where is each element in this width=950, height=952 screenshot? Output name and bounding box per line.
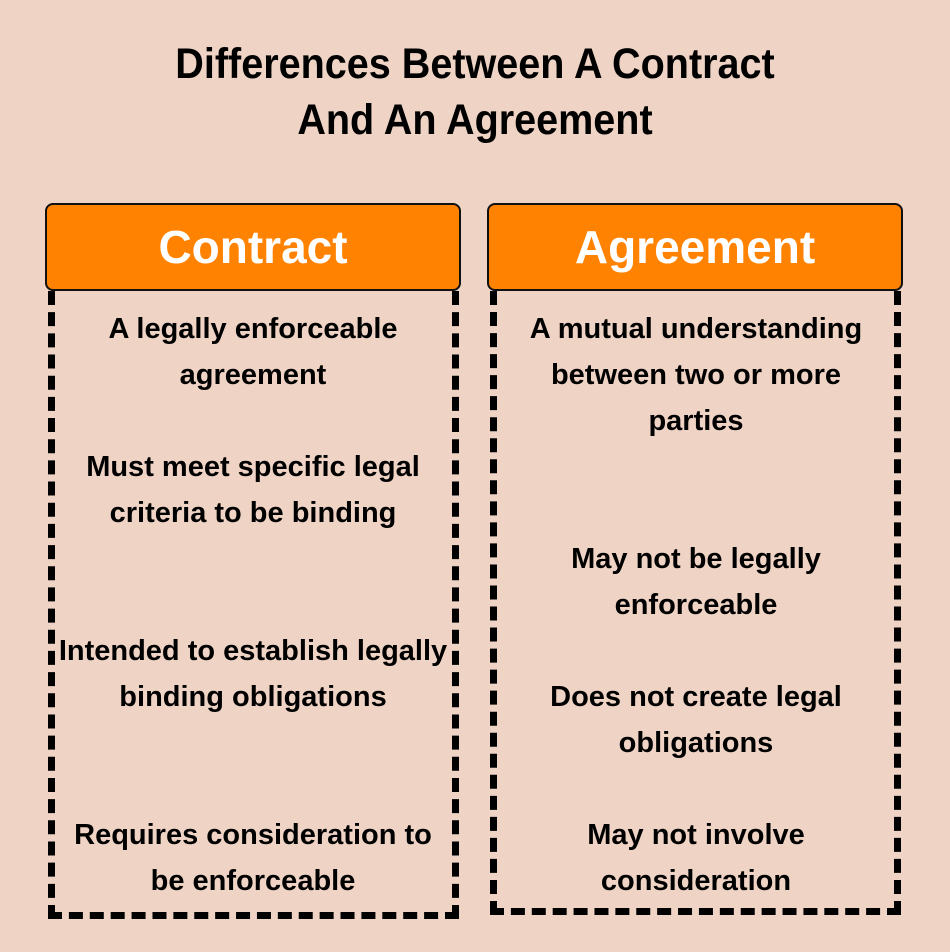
agreement-body: [490, 291, 901, 915]
contract-item: Must meet specific legal criteria to be …: [86, 451, 420, 529]
contract-body: [48, 291, 459, 919]
agreement-item: May not involve consideration: [587, 819, 805, 897]
title-line-1: Differences Between A Contract: [175, 40, 775, 88]
agreement-item: Does not create legal obligations: [550, 681, 842, 759]
agreement-item: A mutual understanding between two or mo…: [529, 313, 863, 437]
agreement-item: May not be legally enforceable: [571, 543, 821, 621]
contract-header: Contract: [45, 203, 461, 291]
agreement-header: Agreement: [487, 203, 903, 291]
title-line-2: And An Agreement: [297, 96, 653, 144]
contract-header-label: Contract: [158, 221, 348, 273]
contract-item: Intended to establish legally binding ob…: [58, 635, 448, 713]
contract-item: Requires consideration to be enforceable: [74, 819, 432, 897]
contract-item: A legally enforceable agreement: [108, 313, 398, 391]
agreement-header-label: Agreement: [574, 221, 816, 273]
page-title: Differences Between A Contract And An Ag…: [38, 36, 912, 148]
